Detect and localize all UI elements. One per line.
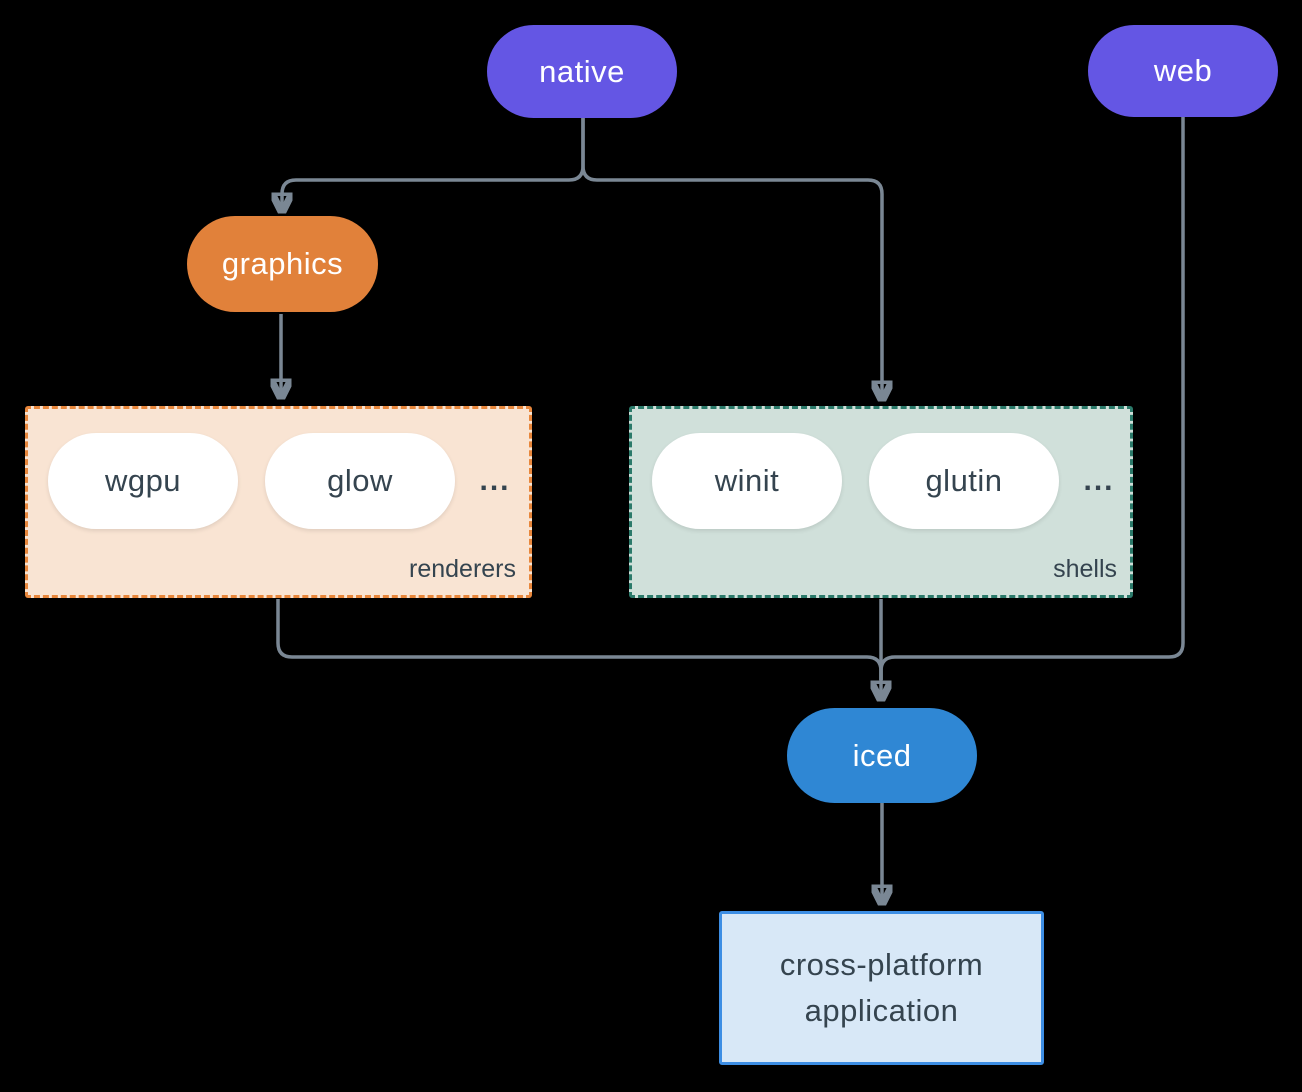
node-cross-platform-application: cross-platform application <box>719 911 1044 1065</box>
node-glow-label: glow <box>327 463 393 498</box>
node-glow: glow <box>265 433 455 529</box>
node-wgpu-label: wgpu <box>104 463 182 498</box>
group-renderers: wgpu glow ... renderers <box>25 406 532 598</box>
node-winit: winit <box>652 433 842 529</box>
node-graphics-label: graphics <box>221 246 344 281</box>
edge-renderers-iced <box>276 599 883 680</box>
application-label-line1: cross-platform <box>779 947 984 982</box>
application-label-line2: application <box>804 993 959 1028</box>
edge-native-graphics <box>282 118 585 207</box>
node-iced-label: iced <box>852 737 912 773</box>
shells-group-label: shells <box>1053 555 1117 583</box>
node-web: web <box>1088 25 1278 117</box>
node-glutin: glutin <box>869 433 1059 529</box>
edge-native-shells <box>581 118 882 395</box>
group-shells: winit glutin ... shells <box>629 406 1133 598</box>
renderers-ellipsis: ... <box>479 464 511 497</box>
node-native: native <box>487 25 677 118</box>
shells-ellipsis: ... <box>1083 464 1115 497</box>
node-wgpu: wgpu <box>48 433 238 529</box>
node-native-label: native <box>539 53 625 89</box>
node-graphics: graphics <box>187 216 378 312</box>
node-winit-label: winit <box>714 463 780 498</box>
node-web-label: web <box>1153 53 1213 88</box>
renderers-group-label: renderers <box>409 555 516 583</box>
node-iced: iced <box>787 708 977 803</box>
node-glutin-label: glutin <box>925 463 1003 498</box>
